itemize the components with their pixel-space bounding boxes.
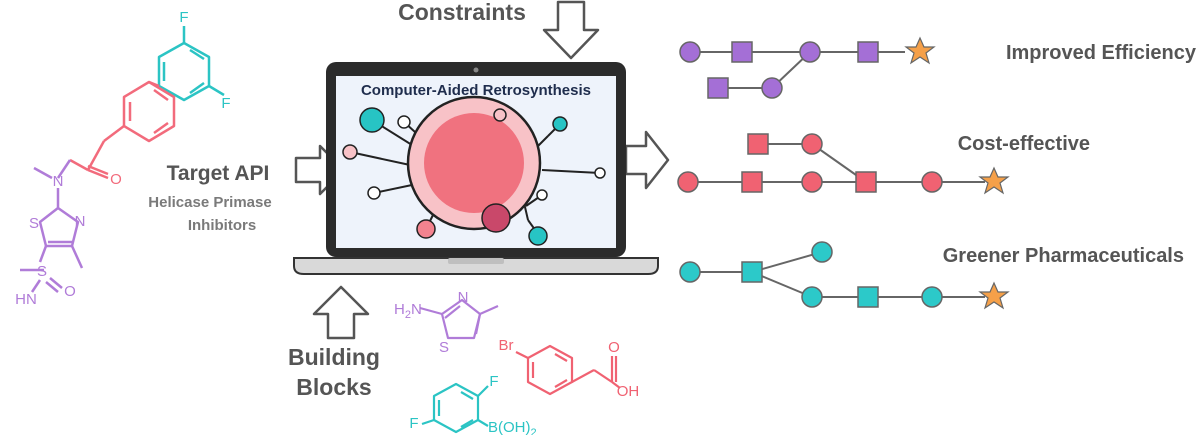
building-label-line1: Building xyxy=(288,344,380,370)
route2-star-icon xyxy=(978,166,1010,195)
thiazole-fragment xyxy=(20,159,84,293)
carbonyl-oxygen: O xyxy=(608,339,620,356)
route3-node-4 xyxy=(801,286,823,308)
route1-star-icon xyxy=(904,36,936,65)
route2-node-6 xyxy=(747,133,769,155)
route3-star-icon xyxy=(978,281,1010,310)
target-sub-line1: Helicase Primase xyxy=(148,194,271,211)
camera-icon xyxy=(473,67,479,73)
hub-inner-circle xyxy=(424,113,524,213)
building-label-line2: Blocks xyxy=(296,374,371,400)
bromine-atom: Br xyxy=(499,337,514,354)
screen-title: Computer-Aided Retrosynthesis xyxy=(361,82,591,99)
difluorophenylboronic-acid xyxy=(421,382,489,434)
phenyl-ring xyxy=(69,80,176,180)
route2-node-5 xyxy=(921,171,943,193)
boronic-fluorine-left: F xyxy=(409,415,418,432)
aminothiazole-amine: H2N xyxy=(394,301,422,321)
node-teal-small xyxy=(552,116,568,132)
route3-node-6 xyxy=(921,286,943,308)
node-white-4 xyxy=(536,189,548,201)
atom-sulfur-oxime: S xyxy=(37,263,47,280)
atom-oxygen-amide: O xyxy=(110,171,122,188)
arrow-down-constraints-icon xyxy=(542,0,600,60)
route-greener: Greener Pharmaceuticals xyxy=(679,241,1184,310)
hydroxyl-group: OH xyxy=(617,383,640,400)
route1-node-5 xyxy=(707,77,729,99)
node-white-1 xyxy=(397,115,411,129)
route1-node-2 xyxy=(731,41,753,63)
aminothiazole xyxy=(419,298,499,340)
arrow-right-output-icon xyxy=(624,130,670,190)
atom-nitrogen-ring: N xyxy=(75,213,86,230)
laptop-base xyxy=(293,257,659,275)
node-pink-1 xyxy=(342,144,358,160)
route3-node-2 xyxy=(741,261,763,283)
laptop: Computer-Aided Retrosynthesis xyxy=(293,62,659,275)
atom-fluorine-top: F xyxy=(179,9,188,26)
node-pink-2 xyxy=(416,219,436,239)
target-api-label: Target API xyxy=(167,162,270,185)
atom-imine: HN xyxy=(15,291,37,308)
node-teal-bottom xyxy=(528,226,548,246)
node-teal-large xyxy=(359,107,385,133)
route2-node-3 xyxy=(801,171,823,193)
boronic-fluorine-top: F xyxy=(489,373,498,390)
aminothiazole-ring-s: S xyxy=(439,339,449,356)
arrow-up-building-icon xyxy=(312,285,370,340)
outcome-label-cost: Cost-effective xyxy=(958,133,1090,155)
atom-sulfur-ring: S xyxy=(29,215,39,232)
outcome-label-efficiency: Improved Efficiency xyxy=(1006,42,1197,64)
atom-nitrogen-amide: N xyxy=(53,173,64,190)
route1-node-6 xyxy=(761,77,783,99)
boronic-acid-group: B(OH)2 xyxy=(488,419,537,435)
route1-node-1 xyxy=(679,41,701,63)
route1-node-4 xyxy=(857,41,879,63)
route3-node-5 xyxy=(857,286,879,308)
route2-node-7 xyxy=(801,133,823,155)
bromophenylacetic-acid xyxy=(515,344,621,396)
route-efficiency: Improved Efficiency xyxy=(679,36,1197,99)
node-white-2 xyxy=(367,186,381,200)
outcome-label-greener: Greener Pharmaceuticals xyxy=(943,245,1184,267)
atom-fluorine-ortho: F xyxy=(221,95,230,112)
node-pink-3 xyxy=(493,108,507,122)
node-white-3 xyxy=(594,167,606,179)
route2-node-4 xyxy=(855,171,877,193)
route2-node-2 xyxy=(741,171,763,193)
route3-node-1 xyxy=(679,261,701,283)
target-sub-line2: Inhibitors xyxy=(188,217,256,234)
route1-node-3 xyxy=(799,41,821,63)
aminothiazole-ring-n: N xyxy=(458,289,469,306)
laptop-notch xyxy=(448,258,504,264)
route-cost: Cost-effective xyxy=(677,133,1090,195)
route3-node-3 xyxy=(811,241,833,263)
node-magenta xyxy=(481,203,511,233)
target-molecule: F F O N N S S O HN xyxy=(15,9,230,308)
difluorophenyl-ring xyxy=(157,26,225,102)
constraints-label: Constraints xyxy=(398,0,526,25)
atom-oxygen-oxime: O xyxy=(64,283,76,300)
route2-node-1 xyxy=(677,171,699,193)
